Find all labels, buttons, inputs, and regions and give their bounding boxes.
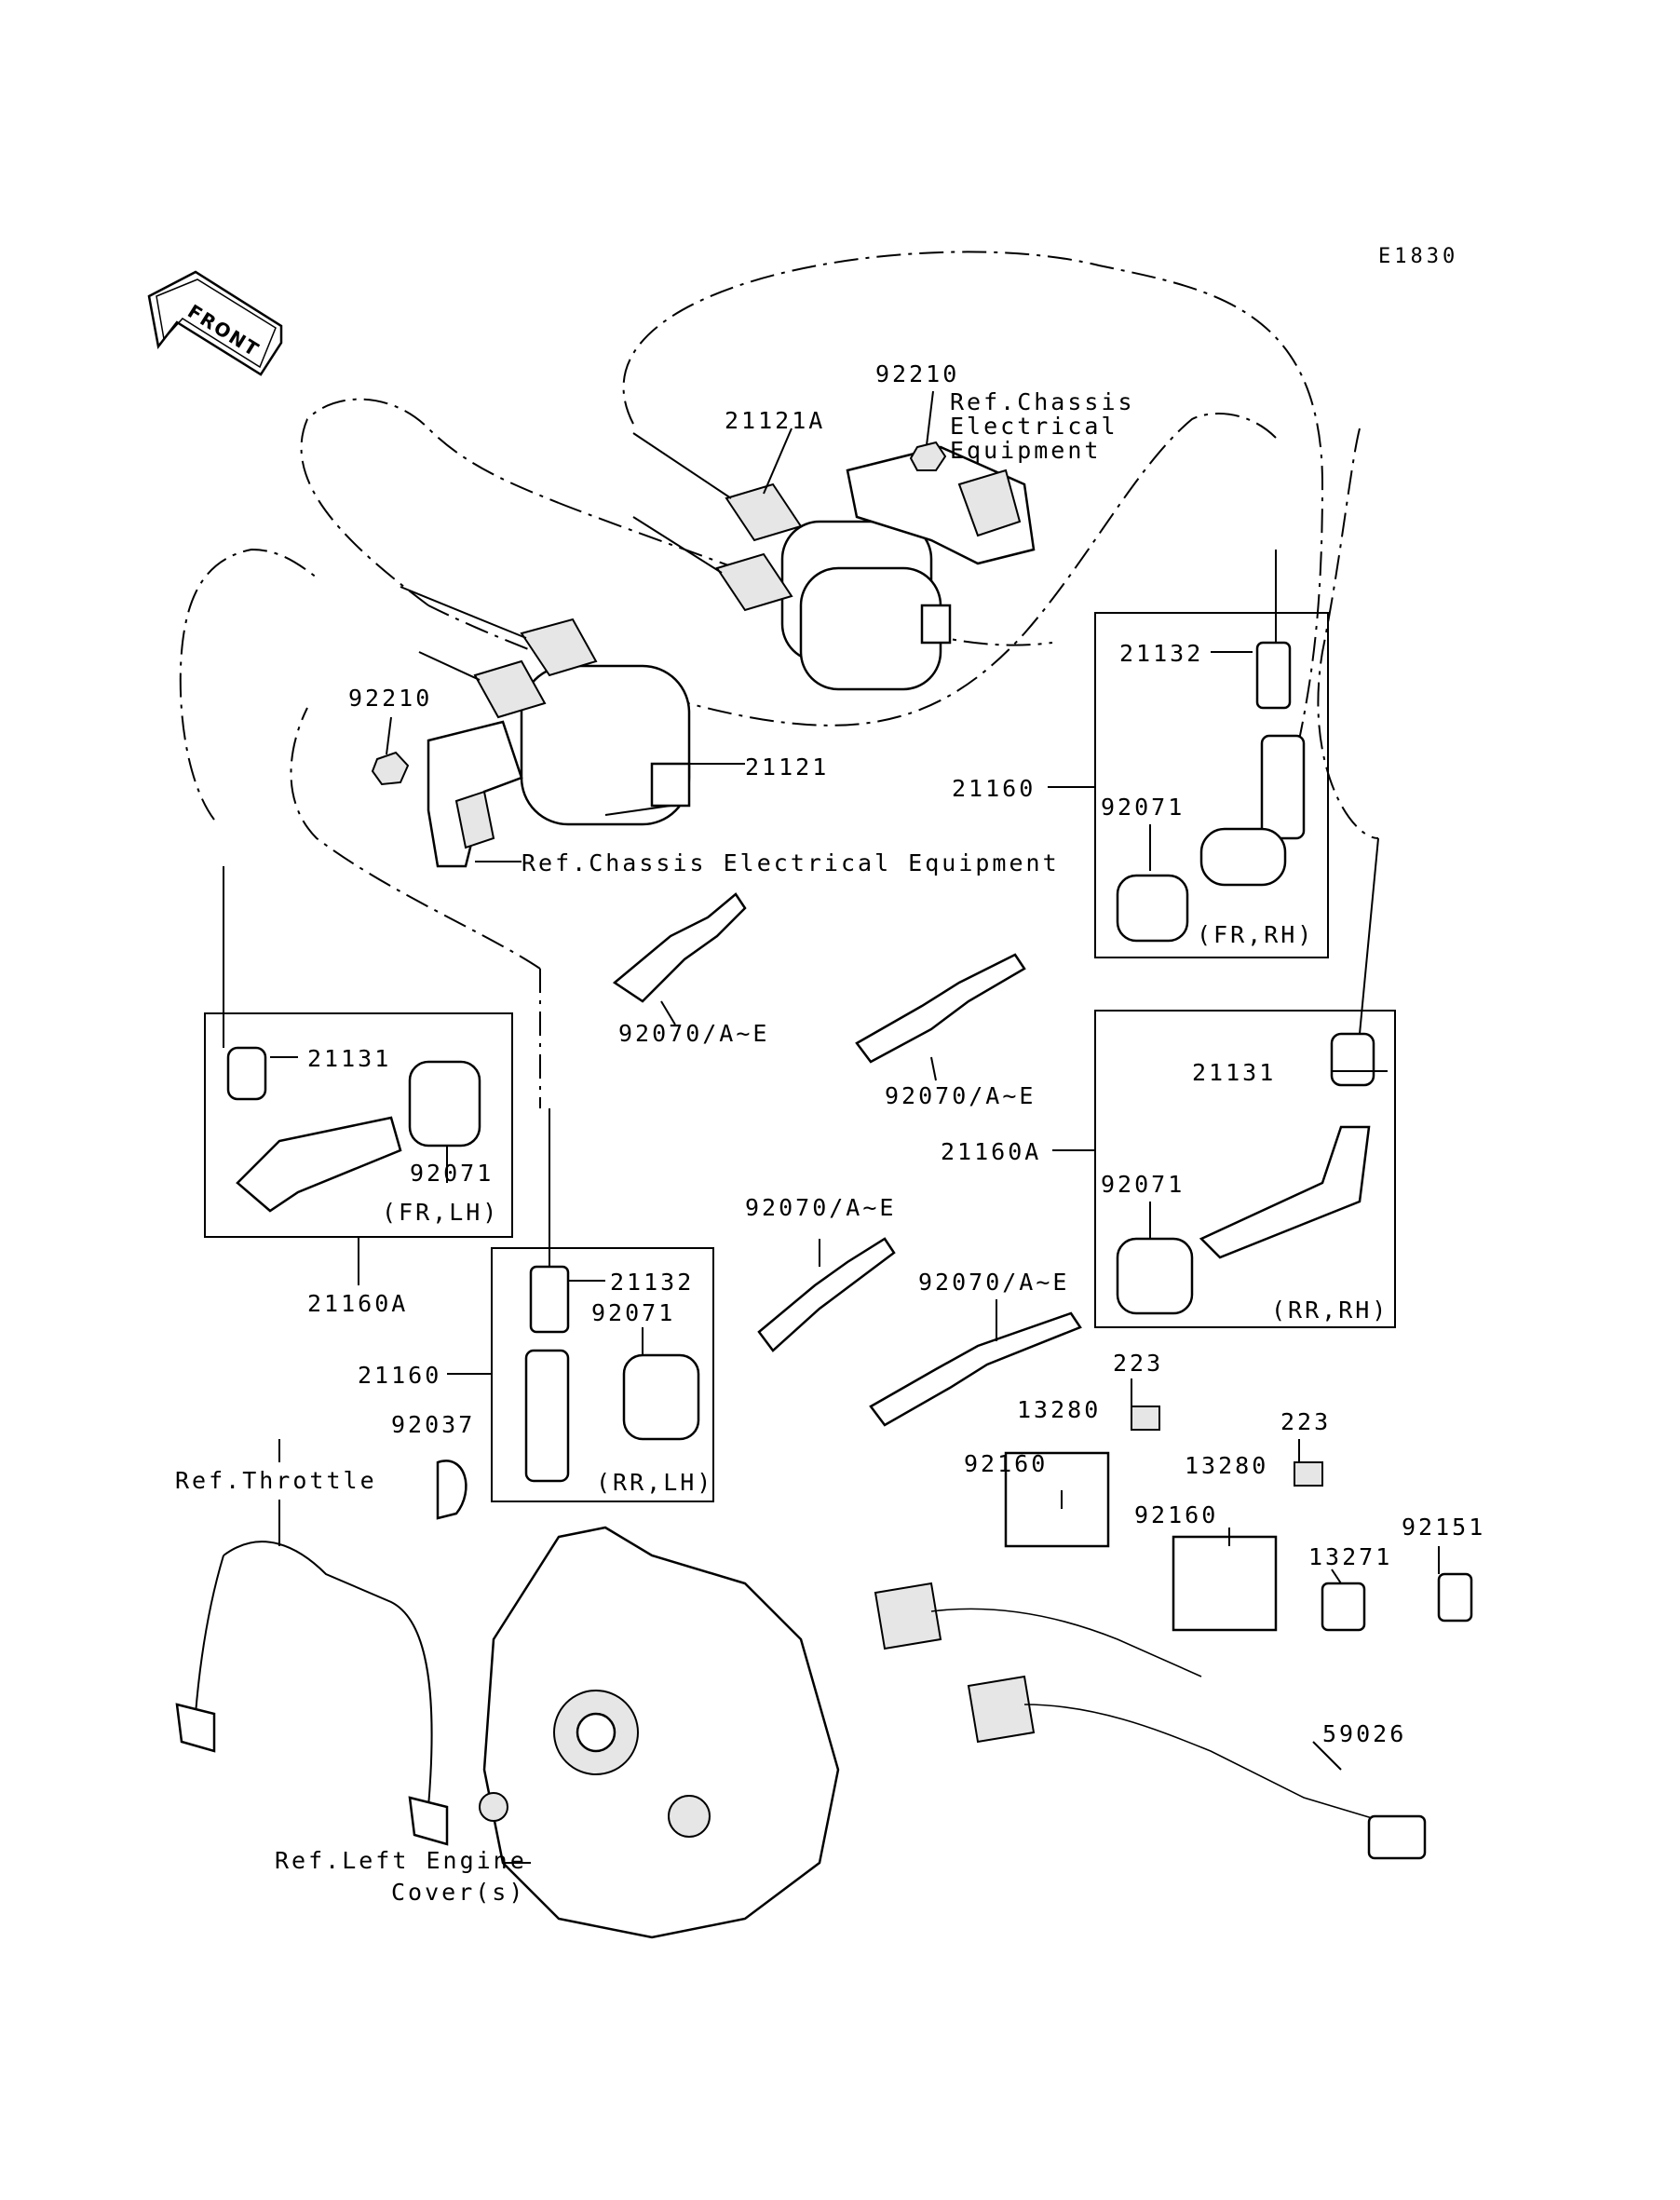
spark-plug-92070-a	[612, 892, 747, 1003]
bracket-top	[846, 445, 1036, 565]
front-arrow-icon: FRONT	[147, 270, 283, 376]
left-engine-cover	[479, 1526, 840, 1939]
label-ref-throttle: Ref.Throttle	[175, 1467, 377, 1494]
label-13271: 13271	[1308, 1543, 1392, 1570]
box-rr-rh	[1094, 1010, 1396, 1328]
label-92070-c: 92070/A~E	[745, 1194, 896, 1221]
label-21160-rr-lh: 21160	[358, 1362, 441, 1389]
label-ref-chassis-mid: Ref.Chassis Electrical Equipment	[522, 849, 1060, 876]
diagram-code: E1830	[1378, 245, 1458, 268]
label-ref-chassis-top-2: Electrical	[950, 413, 1118, 440]
label-92151: 92151	[1402, 1514, 1485, 1541]
label-fr-rh: (FR,RH)	[1197, 921, 1314, 948]
label-92071-fr-rh: 92071	[1101, 794, 1185, 821]
label-fr-lh: (FR,LH)	[382, 1199, 499, 1226]
label-21132-rr-lh: 21132	[610, 1269, 694, 1296]
label-ref-left-engine-2: Cover(s)	[391, 1879, 525, 1906]
label-92070-d: 92070/A~E	[918, 1269, 1069, 1296]
spark-plug-cap-fr-rh	[1116, 550, 1306, 943]
spark-plug-cap-rr-lh	[524, 1108, 700, 1483]
label-ref-left-engine-1: Ref.Left Engine	[275, 1847, 527, 1874]
label-13280-b: 13280	[1185, 1452, 1268, 1479]
label-92071-rr-lh: 92071	[591, 1299, 675, 1326]
label-21131-rr-rh: 21131	[1192, 1059, 1276, 1086]
label-92160-a: 92160	[964, 1450, 1048, 1477]
label-21160A-fr-lh: 21160A	[307, 1290, 408, 1317]
label-92071-fr-lh: 92071	[410, 1160, 494, 1187]
label-21160-fr-rh: 21160	[952, 775, 1036, 802]
leader-lines	[270, 390, 1440, 1864]
box-fr-rh	[1094, 612, 1329, 958]
label-92160-b: 92160	[1134, 1501, 1218, 1528]
spark-plug-92070-d	[869, 1311, 1082, 1427]
label-21132-fr-rh: 21132	[1119, 640, 1203, 667]
label-ref-chassis-top-1: Ref.Chassis	[950, 388, 1135, 415]
pickup-coil-harness	[874, 1406, 1473, 1860]
label-ref-chassis-top-3: Equipment	[950, 437, 1101, 464]
spark-plug-92070-c	[757, 1237, 896, 1352]
label-21131-fr-lh: 21131	[307, 1045, 391, 1072]
ignition-coil-21121A	[632, 432, 952, 691]
label-rr-lh: (RR,LH)	[596, 1469, 713, 1496]
phantom-lines	[179, 251, 1379, 1108]
bracket-middle	[427, 720, 523, 868]
label-92070-b: 92070/A~E	[885, 1082, 1036, 1109]
label-13280-a: 13280	[1017, 1396, 1101, 1423]
label-92037: 92037	[391, 1411, 475, 1438]
label-rr-rh: (RR,RH)	[1271, 1297, 1389, 1324]
label-223-b: 223	[1280, 1408, 1331, 1435]
spark-plug-cap-fr-lh	[223, 866, 481, 1213]
nut-92210-left	[371, 751, 410, 786]
label-92210-left: 92210	[348, 685, 432, 712]
spark-plug-cap-rr-rh	[1116, 837, 1379, 1315]
spark-plug-92070-b	[855, 953, 1026, 1064]
label-92071-rr-rh: 92071	[1101, 1171, 1185, 1198]
label-92070-a: 92070/A~E	[618, 1020, 769, 1047]
ignition-coil-21121	[400, 586, 691, 826]
label-223-a: 223	[1113, 1350, 1163, 1377]
label-21121A: 21121A	[725, 407, 825, 434]
label-92210-top: 92210	[875, 360, 959, 387]
label-21121: 21121	[745, 754, 829, 781]
nut-92210-top	[909, 441, 947, 471]
throttle-cable	[175, 1460, 467, 1846]
label-21160A-rr-rh: 21160A	[941, 1138, 1041, 1165]
label-59026: 59026	[1322, 1720, 1406, 1747]
